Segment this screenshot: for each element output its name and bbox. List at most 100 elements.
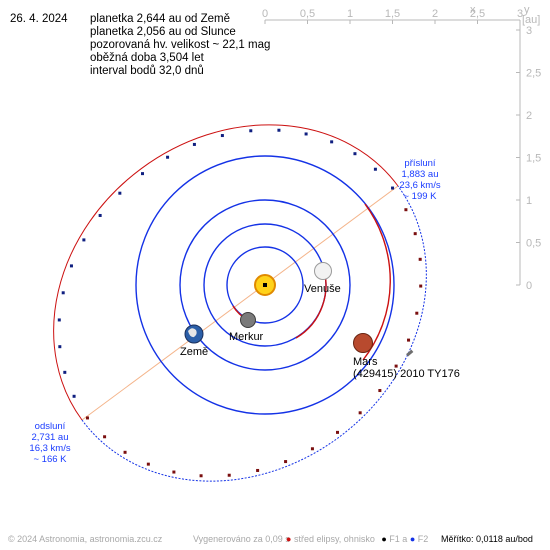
- orbit-dot: [123, 450, 127, 454]
- earth-orbit: [179, 199, 351, 371]
- orbit-dot: [103, 435, 107, 439]
- orbit-dot: [358, 411, 362, 415]
- orbit-dot: [335, 430, 339, 434]
- legend-f1-text: F1 a: [389, 534, 408, 544]
- perihelion-speed: 23,6 km/s: [399, 180, 441, 191]
- orbit-dot: [141, 172, 145, 176]
- y-axis-label: y: [524, 4, 530, 16]
- venus: [314, 262, 332, 280]
- x-tick-label: 2: [432, 8, 438, 20]
- earth-land: [188, 328, 197, 338]
- y-tick-label: 3: [526, 25, 532, 37]
- orbit-dot: [57, 318, 61, 322]
- orbit-dot: [284, 460, 288, 464]
- footer-legend: ● střed elipsy, ohnisko ● F1 a ● F2: [286, 534, 428, 544]
- orbit-dot: [330, 140, 334, 144]
- x-tick-label: 3: [517, 8, 523, 20]
- orbit-dot: [277, 128, 281, 132]
- venus-label: Venuše: [304, 283, 341, 295]
- orbit-dot: [249, 129, 253, 133]
- axis-unit-label: [au]: [522, 14, 541, 26]
- legend-center-dot: ●: [286, 534, 292, 544]
- x-tick-label: 1,5: [385, 8, 400, 20]
- apsis-line: [81, 185, 399, 421]
- orbit-dot: [82, 238, 86, 242]
- info-period: oběžná doba 3,504 let: [90, 52, 204, 64]
- x-tick-label: 0: [262, 8, 268, 20]
- orbit-dot: [85, 416, 89, 420]
- orbit-dot: [192, 142, 196, 146]
- perihelion-distance: 1,883 au: [401, 169, 439, 180]
- aphelion-speed: 16,3 km/s: [29, 443, 71, 454]
- mars: [353, 333, 373, 353]
- x-tick-label: 2,5: [470, 8, 485, 20]
- orbit-dot: [404, 208, 408, 212]
- mars-label: Mars: [353, 356, 378, 368]
- legend-f2-dot: ●: [409, 534, 416, 544]
- orbit-dot: [58, 345, 62, 349]
- earth-label: Země: [180, 346, 209, 358]
- orbit-dot: [413, 232, 417, 236]
- orbit-dot: [378, 389, 382, 393]
- asteroid-orbit-above: [53, 124, 399, 421]
- orbit-dot: [415, 311, 419, 315]
- orbit-dot: [118, 191, 122, 195]
- asteroid-marker: [406, 349, 414, 357]
- orbit-dot: [72, 394, 76, 398]
- orbit-dot: [418, 257, 422, 261]
- orbit-dot: [172, 470, 176, 474]
- orbit-dot: [220, 134, 224, 138]
- mars-orbit: [135, 155, 395, 415]
- footer-copyright: © 2024 Astronomia, astronomia.zcu.cz: [8, 534, 163, 544]
- orbit-dot: [166, 155, 170, 159]
- orbit-dot: [353, 152, 357, 156]
- info-interval: interval bodů 32,0 dnů: [90, 65, 204, 77]
- info-distance-sun: planetka 2,056 au od Slunce: [90, 26, 236, 38]
- orbit-dot: [304, 132, 308, 136]
- perihelion-temperature: ~ 199 K: [403, 191, 437, 202]
- asteroid-position-dots: [57, 128, 423, 478]
- asteroid-orbit-below: [81, 185, 427, 482]
- orbit-dot: [63, 370, 67, 374]
- mercury-orbit: [226, 246, 304, 324]
- aphelion-title: odsluní: [34, 421, 66, 432]
- asteroid-label: (429415) 2010 TY176: [353, 368, 460, 380]
- orbit-dot: [394, 364, 398, 368]
- footer-scale: Měřítko: 0,0118 au/bod: [441, 534, 533, 544]
- orbit-dot: [373, 167, 377, 171]
- legend-f1-dot: ●: [381, 534, 387, 544]
- aphelion-distance: 2,731 au: [31, 432, 69, 443]
- orbit-dot: [256, 468, 260, 472]
- perihelion-title: přísluní: [404, 158, 436, 169]
- date-label: 26. 4. 2024: [10, 13, 68, 25]
- orbit-dot: [199, 474, 203, 478]
- y-tick-label: 1,5: [526, 153, 541, 165]
- mercury: [240, 312, 256, 328]
- aphelion-temperature: ~ 166 K: [33, 454, 67, 465]
- footer-scale-text: Měřítko: 0,0118 au/bod: [441, 534, 533, 544]
- orbit-dot: [391, 186, 395, 190]
- info-magnitude: pozorovaná hv. velikost ~ 22,1 mag: [90, 39, 271, 51]
- orbit-dot: [146, 462, 150, 466]
- y-tick-label: 0,5: [526, 238, 541, 250]
- x-axis-label: x: [470, 4, 476, 16]
- orbit-dot: [419, 284, 423, 288]
- orbit-dot: [69, 264, 73, 268]
- orbit-dot: [227, 473, 231, 477]
- sun-center-marker: [263, 283, 267, 287]
- y-tick-label: 1: [526, 195, 532, 207]
- perihelion-box: přísluní 1,883 au 23,6 km/s ~ 199 K: [390, 158, 450, 202]
- info-distance-earth: planetka 2,644 au od Země: [90, 13, 231, 25]
- x-tick-label: 0,5: [300, 8, 315, 20]
- legend-f2-text: F2: [417, 534, 429, 544]
- y-tick-label: 0: [526, 280, 532, 292]
- y-tick-label: 2: [526, 110, 532, 122]
- aphelion-box: odsluní 2,731 au 16,3 km/s ~ 166 K: [22, 421, 78, 465]
- orbit-dot: [407, 338, 411, 342]
- legend-center-text: střed elipsy, ohnisko: [293, 534, 375, 544]
- orbit-dot: [61, 291, 65, 295]
- y-tick-label: 2,5: [526, 68, 541, 80]
